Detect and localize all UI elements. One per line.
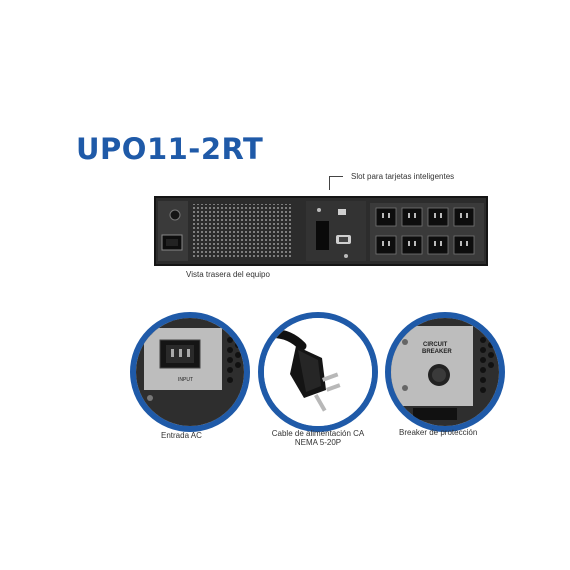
input-label: INPUT: [178, 377, 193, 383]
slot-caption: Slot para tarjetas inteligentes: [351, 172, 455, 181]
breaker-label: BREAKER: [422, 349, 452, 355]
ups-rear-panel-drawing: [158, 201, 484, 261]
slot-callout-tick: [329, 176, 343, 177]
power-cable-caption: Cable de alimentación CA NEMA 5-20P: [258, 429, 378, 447]
ac-input-caption: Entrada AC: [161, 431, 202, 440]
product-title: UPO11-2RT: [76, 132, 264, 166]
breaker-drawing: [391, 318, 499, 426]
ac-input-closeup: INPUT: [130, 312, 250, 432]
rear-view-caption: Vista trasera del equipo: [186, 270, 270, 279]
breaker-caption: Breaker de protección: [399, 428, 478, 437]
ups-rear-panel: [154, 196, 488, 266]
circuit-label: CIRCUIT: [423, 342, 448, 348]
power-cable-caption-line2: NEMA 5-20P: [294, 438, 342, 447]
breaker-closeup: CIRCUIT BREAKER: [385, 312, 505, 432]
slot-callout-line: [329, 176, 342, 190]
power-cable-closeup: [258, 312, 378, 432]
power-cable-caption-line1: Cable de alimentación CA: [271, 429, 365, 438]
power-plug-drawing: [264, 318, 372, 426]
ac-input-drawing: [136, 318, 244, 426]
